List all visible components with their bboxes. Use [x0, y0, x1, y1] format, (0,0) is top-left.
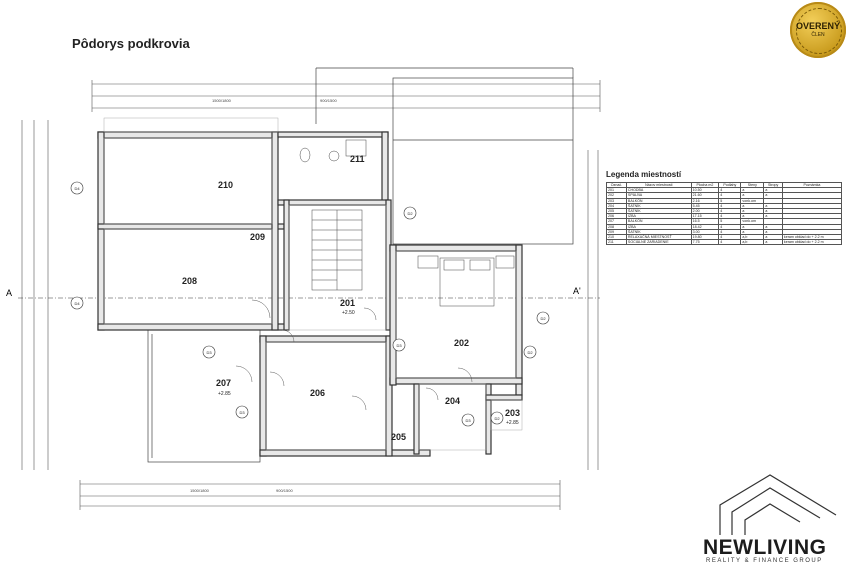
legend-table: Označ. Názov miestnosti Plocha m2 Podlah… — [606, 181, 843, 246]
section-mark-right: A' — [573, 286, 581, 296]
window-tag: D3 — [396, 343, 402, 348]
window-tag: D2 — [540, 316, 546, 321]
badge-sub-text: ČLEN — [811, 32, 825, 38]
section-mark-left: A — [6, 288, 12, 298]
legend-header: Poznámka — [781, 181, 843, 189]
window-tag: D3 — [465, 418, 471, 423]
level-207: +2.85 — [218, 391, 231, 397]
window-tag: D4 — [74, 186, 80, 191]
bed — [417, 255, 515, 307]
room-label-209: 209 — [250, 232, 265, 242]
room-label-201: 201 — [340, 298, 355, 308]
level-203: +2.85 — [506, 420, 519, 426]
legend-cell: 211 — [606, 239, 627, 246]
room-label-207: 207 — [216, 378, 231, 388]
legend-title: Legenda miestností — [606, 170, 682, 179]
legend-cell: vonk.om — [740, 197, 765, 204]
room-label-206: 206 — [310, 388, 325, 398]
window-tag: D3 — [239, 410, 245, 415]
dimension-label: 900/1500 — [276, 488, 293, 493]
room-legend: Legenda miestností Označ. Názov miestnos… — [606, 170, 843, 246]
badge-ring — [796, 8, 842, 54]
legend-cell: keram obklad do + 2.2 m — [781, 234, 843, 241]
logo-tagline: REALITY & FINANCE GROUP — [706, 558, 823, 564]
dimension-label: 1500/1800 — [212, 98, 232, 103]
terrace-outline — [315, 67, 574, 245]
legend-cell: keram obklad do + 2.2 m — [781, 239, 843, 246]
logo-wordmark: NEWLIVING — [703, 536, 827, 559]
legend-cell: SOCIÁLNE ZARIADENIE — [625, 239, 692, 246]
staircase — [311, 209, 363, 291]
window-tag: D2 — [527, 350, 533, 355]
legend-header: Steny — [740, 181, 765, 189]
legend-cell: a,b — [740, 239, 765, 246]
legend-cell: vonk.om — [740, 218, 765, 225]
legend-cell: 7.75 — [690, 239, 720, 246]
page-title: Pôdorys podkrovia — [72, 36, 190, 51]
badge-main-text: OVERENÝ — [795, 21, 840, 31]
door-swings — [235, 299, 473, 411]
verified-member-badge: OVERENÝ ČLEN — [790, 2, 846, 58]
dimension-label: 1500/1800 — [190, 488, 210, 493]
room-label-203: 203 — [505, 408, 520, 418]
window-tag: D3 — [206, 350, 212, 355]
legend-header-row: Označ. Názov miestnosti Plocha m2 Podlah… — [606, 181, 843, 189]
room-label-204: 204 — [445, 396, 460, 406]
level-201: +2.50 — [342, 310, 355, 316]
bathroom-fixtures — [299, 139, 367, 163]
dimension-label: 900/1500 — [320, 98, 337, 103]
dimension-lines — [21, 80, 601, 510]
room-label-211: 211 — [350, 154, 365, 164]
legend-cell: 4 — [718, 239, 742, 246]
logo-house-icon — [719, 474, 837, 535]
legend-header: Podlahy — [718, 181, 742, 189]
legend-cell: RELAXAČNÁ MIESTNOSŤ — [625, 234, 692, 241]
room-label-208: 208 — [182, 276, 197, 286]
window-tag: D2 — [494, 416, 500, 421]
room-outlines — [103, 117, 523, 451]
window-tag-circles — [70, 181, 550, 427]
room-label-210: 210 — [218, 180, 233, 190]
walls — [97, 131, 523, 457]
window-tag: D2 — [407, 211, 413, 216]
legend-cell: a — [763, 239, 783, 246]
window-tag: D4 — [74, 301, 80, 306]
room-label-202: 202 — [454, 338, 469, 348]
legend-header: Označ. — [606, 181, 627, 189]
legend-header: Názov miestnosti — [625, 181, 692, 189]
room-label-205: 205 — [391, 432, 406, 442]
newliving-logo: NEWLIVING REALITY & FINANCE GROUP — [700, 470, 850, 570]
